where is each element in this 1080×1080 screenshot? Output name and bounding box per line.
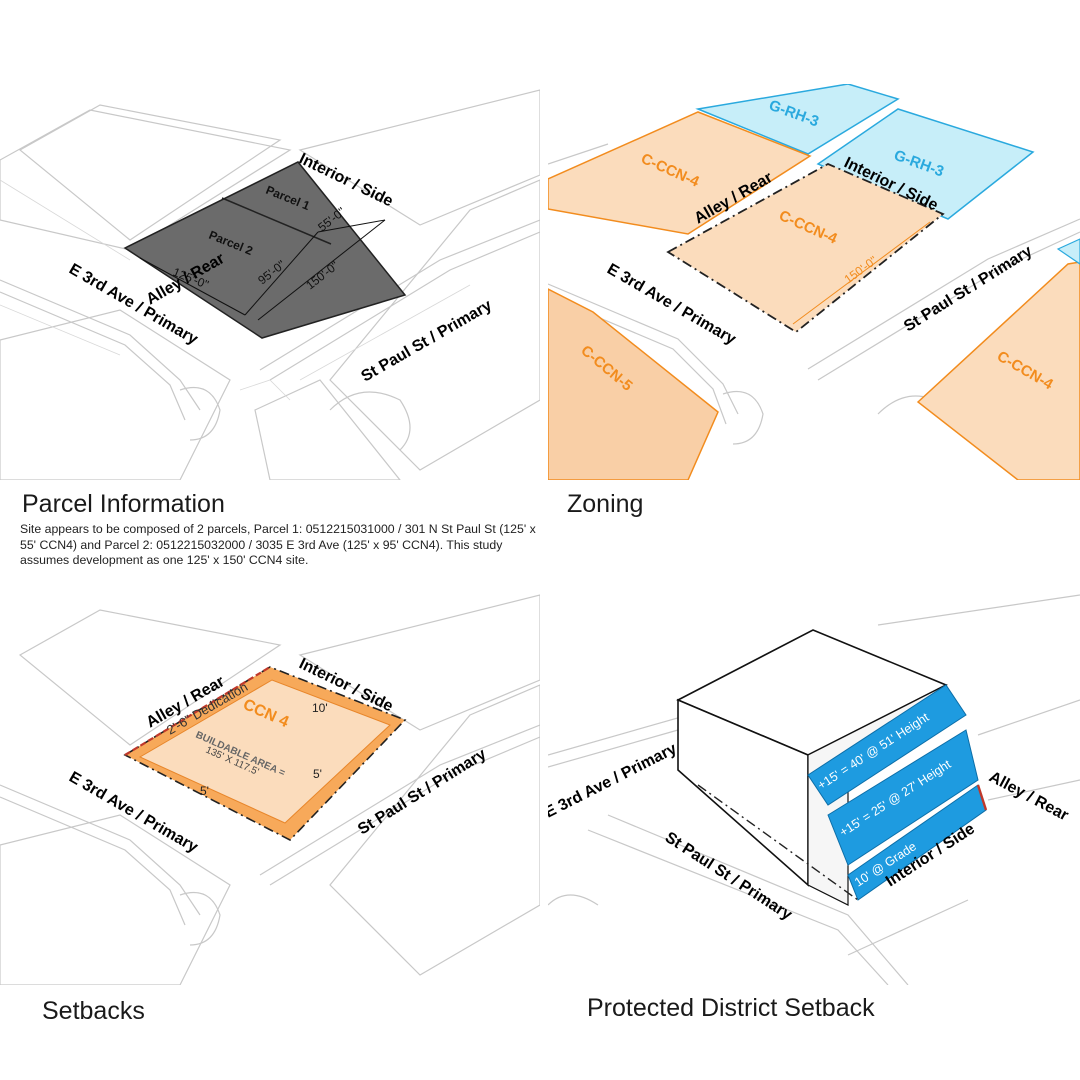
parcel-information-panel: Alley / Rear Interior / Side E 3rd Ave /… — [0, 80, 540, 480]
parcel-information-description: Site appears to be composed of 2 parcels… — [20, 522, 536, 567]
protected-label-ave: E 3rd Ave / Primary — [548, 740, 680, 821]
zoning-panel: G-RH-3 G-RH-3 C-CCN-4 C-CCN-4 C-CCN-4 C-… — [548, 84, 1080, 480]
zone-grh3-a — [695, 84, 900, 155]
zone-ccn4-c — [916, 261, 1080, 480]
protected-label-alley: Alley / Rear — [986, 769, 1071, 825]
protected-district-panel: +15' = 40' @ 51' Height +15' = 25' @ 27'… — [548, 585, 1080, 985]
zoning-map: G-RH-3 G-RH-3 C-CCN-4 C-CCN-4 C-CCN-4 C-… — [548, 84, 1080, 480]
parcel-map: Alley / Rear Interior / Side E 3rd Ave /… — [0, 89, 540, 480]
setbacks-title: Setbacks — [42, 997, 145, 1025]
setbacks-map: Alley / Rear Interior / Side E 3rd Ave /… — [0, 594, 540, 985]
step-upper — [807, 684, 967, 806]
zone-ccn5 — [548, 288, 719, 480]
setback-five-b: 5' — [200, 784, 209, 798]
zone-ccn4-site — [666, 162, 945, 334]
parcel-information-title: Parcel Information — [22, 490, 225, 518]
parcel-site-shape — [123, 161, 407, 339]
zoning-title: Zoning — [567, 490, 644, 518]
protected-district-title: Protected District Setback — [587, 994, 875, 1022]
setback-five-a: 5' — [313, 767, 322, 781]
setback-ten: 10' — [312, 701, 328, 715]
step-middle — [827, 729, 979, 866]
parcel-label-st: St Paul St / Primary — [359, 297, 495, 386]
buildable-area-shape — [138, 679, 391, 824]
protected-district-model: +15' = 40' @ 51' Height +15' = 25' @ 27'… — [548, 594, 1080, 985]
setback-label-st: St Paul St / Primary — [355, 746, 489, 839]
setbacks-panel: Alley / Rear Interior / Side E 3rd Ave /… — [0, 585, 540, 985]
zone-ccn4-a — [548, 111, 812, 235]
